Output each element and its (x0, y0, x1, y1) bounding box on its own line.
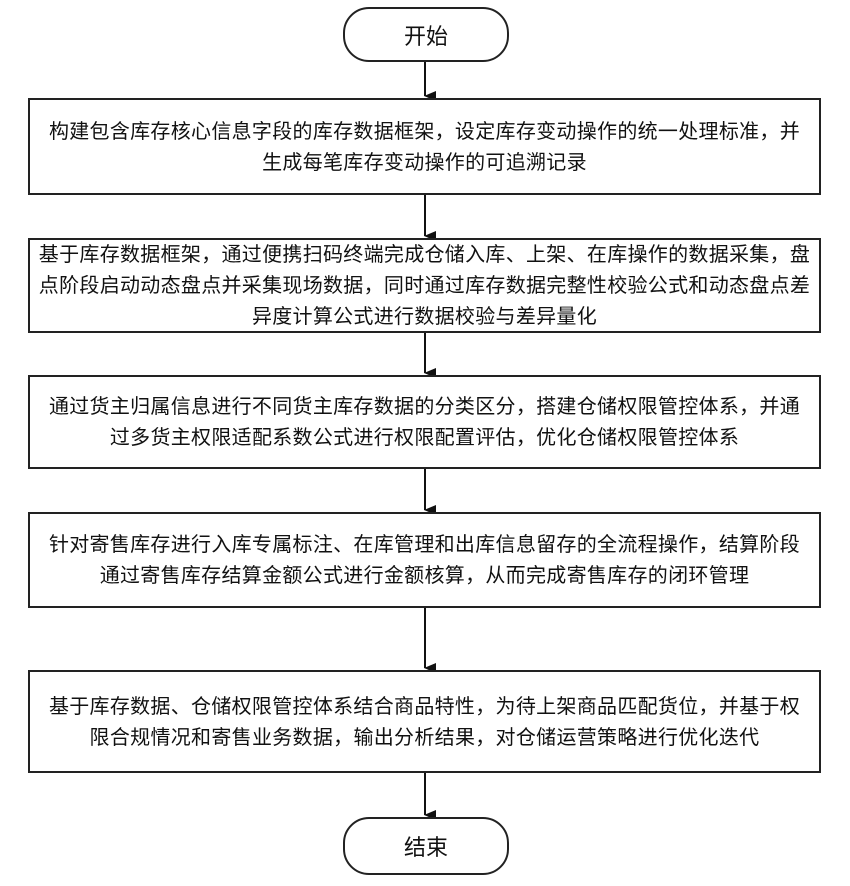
step-5-text: 基于库存数据、仓储权限管控体系结合商品特性，为待上架商品匹配货位，并基于权限合规… (40, 691, 810, 753)
step-4-text: 针对寄售库存进行入库专属标注、在库管理和出库信息留存的全流程操作，结算阶段通过寄… (40, 529, 810, 591)
step-3-text: 通过货主归属信息进行不同货主库存数据的分类区分，搭建仓储权限管控体系，并通过多货… (40, 391, 810, 453)
start-node: 开始 (343, 7, 509, 62)
step-4-box: 针对寄售库存进行入库专属标注、在库管理和出库信息留存的全流程操作，结算阶段通过寄… (28, 512, 821, 608)
step-2-text: 基于库存数据框架，通过便携扫码终端完成仓储入库、上架、在库操作的数据采集，盘点阶… (36, 239, 813, 332)
step-2-box: 基于库存数据框架，通过便携扫码终端完成仓储入库、上架、在库操作的数据采集，盘点阶… (28, 238, 821, 333)
end-label: 结束 (404, 830, 448, 862)
start-label: 开始 (404, 19, 448, 51)
step-1-text: 构建包含库存核心信息字段的库存数据框架，设定库存变动操作的统一处理标准，并生成每… (40, 116, 810, 178)
step-1-box: 构建包含库存核心信息字段的库存数据框架，设定库存变动操作的统一处理标准，并生成每… (28, 98, 821, 195)
end-node: 结束 (343, 817, 509, 875)
step-3-box: 通过货主归属信息进行不同货主库存数据的分类区分，搭建仓储权限管控体系，并通过多货… (28, 375, 821, 469)
step-5-box: 基于库存数据、仓储权限管控体系结合商品特性，为待上架商品匹配货位，并基于权限合规… (28, 670, 821, 773)
